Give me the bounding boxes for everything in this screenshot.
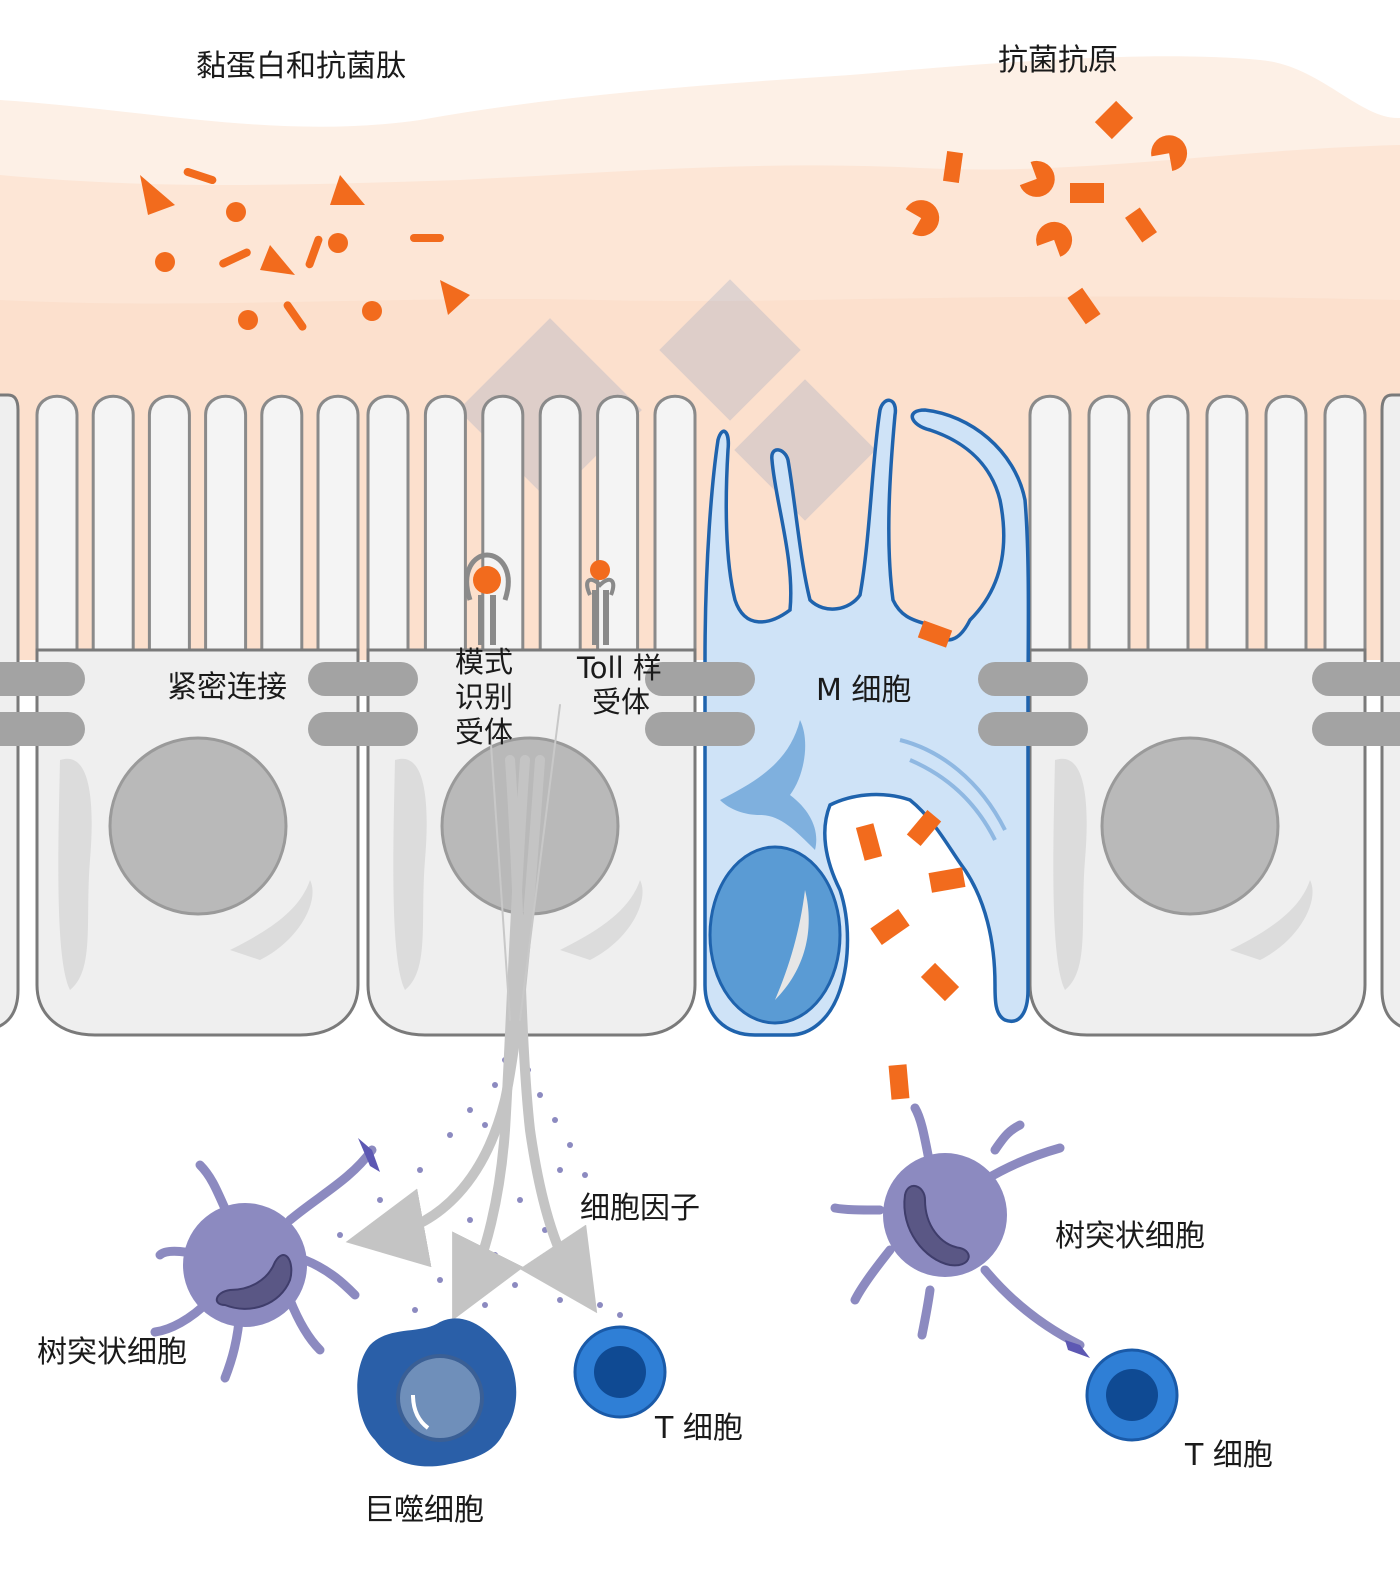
microvillus: [366, 394, 410, 667]
label-macrophage: 巨噬细胞: [364, 1493, 484, 1528]
t-cell-left: [573, 1325, 667, 1419]
microvillus: [1028, 394, 1072, 667]
label-tlr-1: Toll 样: [576, 651, 662, 685]
microvillus: [204, 394, 248, 667]
epithelial-cell-edge-left: [0, 393, 20, 1028]
microvillus: [653, 394, 697, 667]
microvillus: [1323, 394, 1367, 667]
label-mucin: 黏蛋白和抗菌肽: [196, 49, 406, 84]
microvillus: [260, 394, 304, 667]
nucleus: [108, 736, 288, 916]
toll-like-receptor: [585, 560, 616, 645]
epithelial-cells: [0, 393, 1400, 1037]
label-tlr-2: 受体: [592, 685, 650, 719]
m-cell: [703, 398, 1031, 1037]
epithelial-cell-3: [1028, 648, 1367, 1037]
label-t-cell-right: T 细胞: [1184, 1438, 1273, 1473]
cytokine-dots: [337, 1042, 623, 1318]
microvillus: [538, 394, 582, 667]
label-cytokine: 细胞因子: [580, 1191, 700, 1226]
dendritic-cell-left: [150, 1138, 380, 1383]
nucleus: [1100, 736, 1280, 916]
microvillus: [91, 394, 135, 667]
signal-arrows: [345, 704, 598, 1321]
tight-junctions: [0, 662, 1400, 746]
antimicrobial-peptides: [140, 167, 470, 331]
microvillus: [35, 394, 79, 667]
label-dendritic-left: 树突状细胞: [37, 1335, 187, 1370]
microvillus: [481, 394, 525, 667]
microvillus: [1087, 394, 1131, 667]
label-tight-junction: 紧密连接: [167, 670, 287, 705]
label-prr-1: 模式: [455, 645, 513, 679]
label-prr-2: 识别: [455, 680, 513, 714]
label-antigen: 抗菌抗原: [998, 43, 1118, 78]
m-cell-nucleus: [708, 845, 842, 1025]
t-cell-right: [1085, 1348, 1179, 1442]
label-m-cell: M 细胞: [816, 673, 911, 708]
microvillus: [423, 394, 467, 667]
macrophage: [357, 1318, 517, 1467]
label-prr-3: 受体: [455, 715, 513, 749]
microvillus: [316, 394, 360, 667]
microvillus: [1146, 394, 1190, 667]
pattern-recognition-receptor: [464, 552, 511, 645]
epithelial-cell-edge-right: [1380, 393, 1400, 1028]
labels: 黏蛋白和抗菌肽 抗菌抗原 紧密连接 模式 识别 受体 Toll 样 受体 M 细…: [37, 43, 1273, 1528]
microvillus: [1205, 394, 1249, 667]
epithelial-cell-1: [35, 648, 360, 1037]
antigens: [905, 100, 1188, 325]
label-t-cell-left: T 细胞: [654, 1411, 743, 1446]
label-dendritic-right: 树突状细胞: [1055, 1219, 1205, 1254]
transcytosed-antigens: [855, 620, 966, 1100]
microvillus: [1264, 394, 1308, 667]
microvillus: [147, 394, 191, 667]
dendritic-cell-right: [830, 1103, 1090, 1358]
